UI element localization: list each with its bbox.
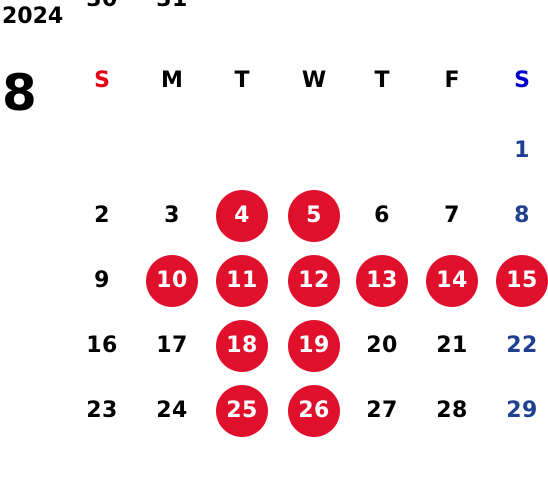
day-19: 19 <box>288 320 340 372</box>
day-30: 30 <box>76 0 128 26</box>
day-2: 2 <box>94 203 110 228</box>
day-3: 3 <box>164 203 180 228</box>
day-5: 5 <box>288 190 340 242</box>
day-21: 21 <box>436 333 468 358</box>
weekday-header-tuesday: T <box>234 68 250 93</box>
day-17: 17 <box>156 333 188 358</box>
day-29: 29 <box>506 398 538 423</box>
day-24: 24 <box>156 398 188 423</box>
day-4: 4 <box>216 190 268 242</box>
weekday-header-thursday: T <box>374 68 390 93</box>
weekday-header-saturday: S <box>514 68 530 93</box>
day-27: 27 <box>366 398 398 423</box>
weekday-header-monday: M <box>161 68 183 93</box>
day-16: 16 <box>86 333 118 358</box>
day-20: 20 <box>366 333 398 358</box>
year-label: 2024 <box>2 4 64 29</box>
day-26: 26 <box>288 385 340 437</box>
day-9: 9 <box>94 268 110 293</box>
day-7: 7 <box>444 203 460 228</box>
day-6: 6 <box>374 203 390 228</box>
month-number: 8 <box>2 64 37 122</box>
day-1: 1 <box>514 138 530 163</box>
day-14: 14 <box>426 255 478 307</box>
day-8: 8 <box>514 203 530 228</box>
day-28: 28 <box>436 398 468 423</box>
day-23: 23 <box>86 398 118 423</box>
day-31: 31 <box>146 0 198 26</box>
day-15: 15 <box>496 255 548 307</box>
weekday-header-friday: F <box>444 68 460 93</box>
day-10: 10 <box>146 255 198 307</box>
weekday-header-wednesday: W <box>301 68 327 93</box>
day-25: 25 <box>216 385 268 437</box>
day-12: 12 <box>288 255 340 307</box>
day-18: 18 <box>216 320 268 372</box>
day-11: 11 <box>216 255 268 307</box>
day-13: 13 <box>356 255 408 307</box>
day-22: 22 <box>506 333 538 358</box>
weekday-header-sunday: S <box>94 68 110 93</box>
